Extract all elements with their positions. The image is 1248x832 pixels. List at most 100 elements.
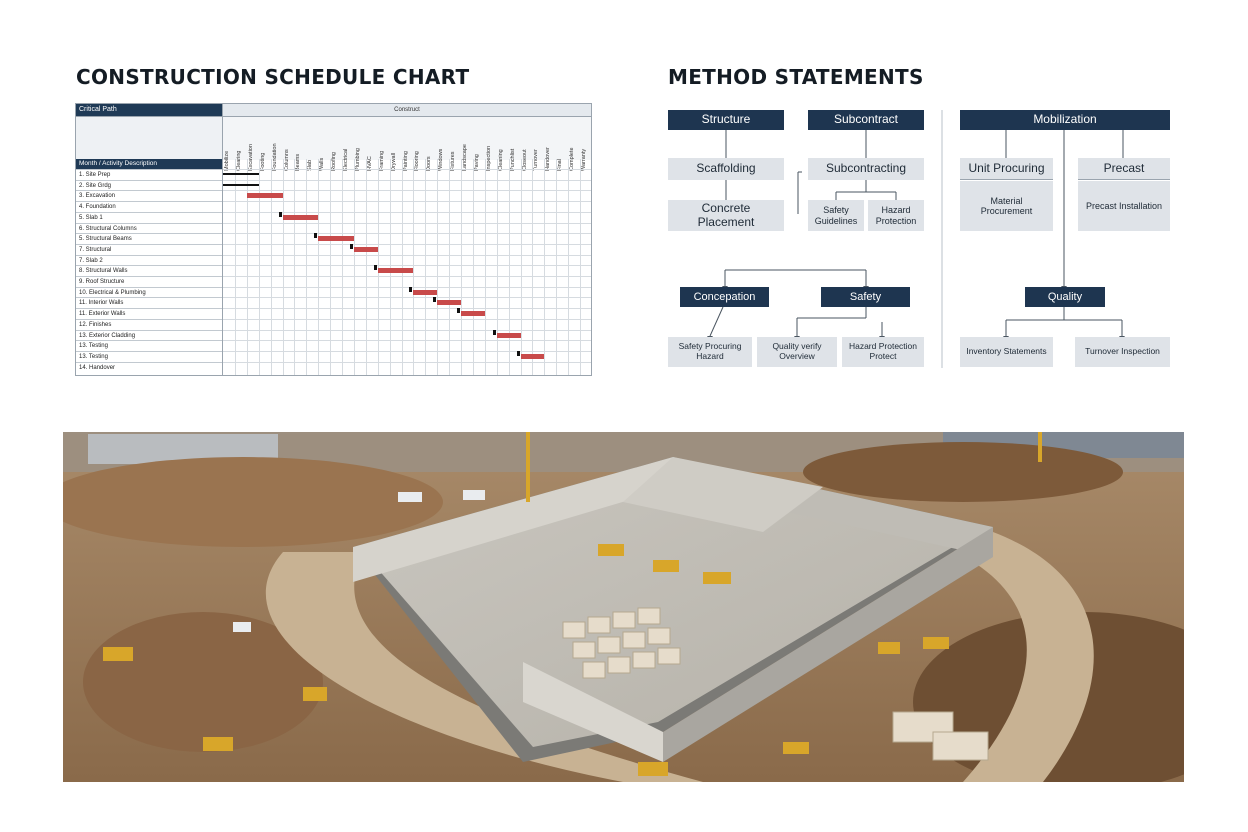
task-bar bbox=[461, 311, 485, 317]
task-bar bbox=[520, 353, 545, 359]
task-bar bbox=[282, 214, 319, 220]
grid-column-line bbox=[270, 159, 272, 375]
activity-row-label: 13. Exterior Cladding bbox=[76, 329, 222, 341]
subcontracting-box: Subcontracting bbox=[808, 158, 924, 180]
grid-column-line bbox=[449, 159, 451, 375]
grid-column-line bbox=[365, 159, 367, 375]
grid-column-line bbox=[282, 159, 284, 375]
unit-procuring-box: Unit Procuring bbox=[960, 158, 1053, 180]
grid-column-line bbox=[413, 159, 415, 375]
activity-row-label: 10. Electrical & Plumbing bbox=[76, 286, 222, 298]
grid-column-line bbox=[520, 159, 522, 375]
grid-column-line bbox=[568, 159, 570, 375]
grid-column-line bbox=[306, 159, 308, 375]
activity-row-label: 3. Excavation bbox=[76, 190, 222, 201]
task-bar bbox=[353, 246, 378, 252]
activity-row-label: 14. Handover bbox=[76, 361, 222, 373]
dependency-marker bbox=[409, 286, 413, 292]
activity-row-label: 13. Testing bbox=[76, 350, 222, 362]
task-bar bbox=[223, 173, 259, 175]
grid-column-line bbox=[580, 159, 582, 375]
grid-row-line bbox=[223, 329, 591, 331]
grid-row-line bbox=[223, 318, 591, 320]
grid-column-line bbox=[246, 159, 248, 375]
grid-row-line bbox=[223, 340, 591, 342]
dependency-marker bbox=[349, 243, 353, 249]
activity-row-label: 2. Site Grdg bbox=[76, 179, 222, 191]
grid-row-line bbox=[223, 243, 591, 245]
activity-description-header: Month / Activity Description bbox=[76, 159, 222, 169]
dependency-marker bbox=[373, 265, 377, 271]
grid-column-line bbox=[437, 159, 439, 375]
grid-column-line bbox=[484, 159, 486, 375]
material-procurement-box: Material Procurement bbox=[960, 181, 1053, 231]
activity-row-label: 7. Structural bbox=[76, 243, 222, 255]
grid-column-line bbox=[472, 159, 474, 375]
grid-column-line bbox=[496, 159, 498, 375]
precast-box: Precast bbox=[1078, 158, 1170, 180]
grid-column-line bbox=[508, 159, 510, 375]
construction-site-illustration bbox=[63, 432, 1184, 782]
grid-column-line bbox=[318, 159, 320, 375]
concrete-placement-box: Concrete Placement bbox=[668, 200, 784, 231]
activity-row-label: 5. Structural Beams bbox=[76, 233, 222, 244]
grid-column-line bbox=[377, 159, 379, 375]
task-bar bbox=[377, 268, 414, 274]
task-bar bbox=[437, 300, 462, 306]
dependency-marker bbox=[492, 329, 496, 335]
activity-row-label: 13. Testing bbox=[76, 340, 222, 351]
grid-column-line bbox=[401, 159, 403, 375]
grid-column-line bbox=[294, 159, 296, 375]
grid-row-line bbox=[223, 169, 591, 170]
dependency-marker bbox=[314, 233, 318, 239]
activity-row-label: 11. Interior Walls bbox=[76, 297, 222, 308]
grid-row-line bbox=[223, 190, 591, 192]
task-bar bbox=[496, 332, 521, 338]
inventory-statements-box: Inventory Statements bbox=[960, 337, 1053, 367]
task-bar bbox=[413, 289, 438, 295]
header-blank bbox=[76, 116, 222, 160]
task-bar bbox=[318, 236, 354, 242]
grid-column-line bbox=[258, 159, 260, 375]
dependency-marker bbox=[433, 297, 437, 303]
grid-column-line bbox=[461, 159, 463, 375]
task-bar bbox=[223, 183, 259, 186]
grid-column-line bbox=[353, 159, 355, 375]
activity-row-label: 8. Structural Walls bbox=[76, 265, 222, 276]
dependency-marker bbox=[516, 350, 520, 356]
turnover-inspection-box: Turnover Inspection bbox=[1075, 337, 1170, 367]
critical-path-header: Critical Path bbox=[76, 104, 222, 116]
safety-box: Safety bbox=[821, 287, 910, 307]
grid-row-line bbox=[223, 222, 591, 224]
grid-column-line bbox=[330, 159, 332, 375]
dependency-marker bbox=[457, 308, 461, 314]
activity-row-label: 4. Foundation bbox=[76, 201, 222, 212]
activity-row-label: 7. Slab 2 bbox=[76, 254, 222, 266]
subcontract-box: Subcontract bbox=[808, 110, 924, 130]
gantt-grid bbox=[222, 159, 591, 375]
activity-row-label: 5. Slab 1 bbox=[76, 211, 222, 223]
task-bar bbox=[246, 193, 283, 199]
hazard-protection-box: Hazard Protection bbox=[868, 200, 924, 231]
precast-installation-box: Precast Installation bbox=[1078, 181, 1170, 231]
activity-row-label: 1. Site Prep bbox=[76, 169, 222, 180]
grid-row-line bbox=[223, 179, 591, 181]
grid-column-line bbox=[544, 159, 546, 375]
grid-column-line bbox=[556, 159, 558, 375]
activity-row-label: 12. Finishes bbox=[76, 318, 222, 330]
grid-column-line bbox=[425, 159, 427, 375]
grid-row-line bbox=[223, 297, 591, 299]
grid-column-line bbox=[234, 159, 236, 375]
activity-row-label: 9. Roof Structure bbox=[76, 276, 222, 287]
quality-verify-box: Quality verify Overview bbox=[757, 337, 837, 367]
grid-row-line bbox=[223, 350, 591, 352]
hazard-protection-protect-box: Hazard Protection Protect bbox=[842, 337, 924, 367]
grid-column-line bbox=[389, 159, 391, 375]
grid-row-line bbox=[223, 361, 591, 363]
grid-row-line bbox=[223, 308, 591, 310]
grid-column-line bbox=[342, 159, 344, 375]
grid-row-line bbox=[223, 201, 591, 203]
grid-row-line bbox=[223, 211, 591, 213]
activity-row-label: 6. Structural Columns bbox=[76, 222, 222, 234]
